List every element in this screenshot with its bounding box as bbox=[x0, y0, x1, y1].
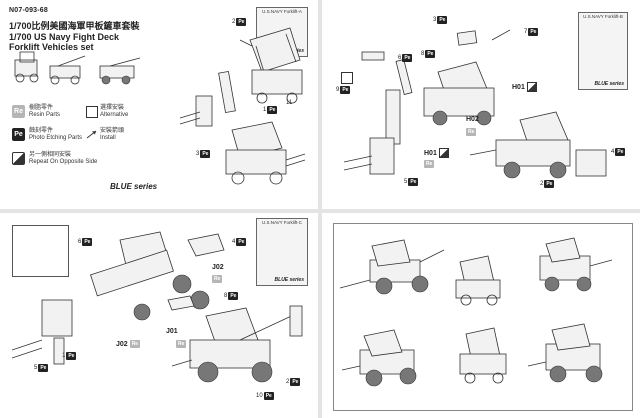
completed-forklift-a-1 bbox=[455, 255, 501, 306]
install-arrow-icon bbox=[86, 130, 97, 139]
fret-b-brand: BLUE series bbox=[594, 81, 624, 87]
forklift-c-assembled bbox=[171, 305, 303, 383]
resin-j02-upper: J02 bbox=[212, 264, 224, 271]
horizontal-divider bbox=[0, 209, 640, 213]
title-chinese: 1/700比例美國海軍甲板鏟車套裝 bbox=[9, 21, 140, 31]
part-label-11: 11 bbox=[286, 100, 293, 106]
title-english-line-2: Forklift Vehicles set bbox=[9, 42, 94, 52]
completed-forklift-c-2 bbox=[527, 323, 603, 383]
resin-h02-badge: Re bbox=[466, 128, 477, 136]
resin-h02: H02 bbox=[466, 116, 479, 123]
fret-b-title: U.S.NAVY Forklift-B bbox=[583, 14, 623, 19]
sheet-header: N07-093-68 1/700比例美國海軍甲板鏟車套裝 1/700 US Na… bbox=[9, 7, 140, 52]
alternative-icon bbox=[86, 106, 98, 118]
completed-forklift-c-1 bbox=[339, 239, 445, 295]
resin-h01-lower: H01 bbox=[424, 148, 449, 158]
etch-fret-b: U.S.NAVY Forklift-B BLUE series bbox=[578, 12, 628, 90]
etch-fret-c: U.S.NAVY Forklift-C BLUE series bbox=[256, 218, 308, 286]
alternative-icon-b bbox=[341, 72, 353, 84]
resin-h01-badge: Re bbox=[424, 160, 435, 168]
completed-forklift-b-1 bbox=[539, 237, 613, 292]
photo-etching-icon: Pe bbox=[12, 128, 25, 141]
product-code: N07-093-68 bbox=[9, 7, 48, 14]
forklift-b-exploded bbox=[343, 29, 511, 175]
resin-h01-upper: H01 bbox=[512, 82, 537, 92]
resin-j01-badge: Re bbox=[176, 340, 187, 348]
completed-forklift-b-2 bbox=[341, 329, 417, 387]
resin-j02-upper-badge: Re bbox=[212, 275, 223, 283]
forklift-a-exploded bbox=[179, 27, 303, 127]
completed-forklift-a-2 bbox=[459, 327, 507, 384]
forklift-c-exploded bbox=[11, 231, 225, 365]
title-english-line-1: 1/700 US Navy Fight Deck bbox=[9, 32, 120, 42]
fret-c-title: U.S.NAVY Forklift-C bbox=[261, 220, 303, 225]
fret-c-brand: BLUE series bbox=[274, 277, 304, 283]
opposite-side-icon bbox=[12, 152, 25, 165]
fret-a-title: U.S.NAVY Forklift-A bbox=[262, 9, 302, 14]
detail-inset bbox=[12, 225, 69, 277]
resin-j01: J01 bbox=[166, 328, 178, 335]
forklift-a-assembled bbox=[225, 121, 306, 185]
header-forklift-thumbnails bbox=[14, 51, 141, 85]
forklift-b-assembled bbox=[469, 111, 607, 179]
brand-logo: BLUE series bbox=[110, 182, 158, 191]
resin-parts-icon: Re bbox=[12, 105, 25, 118]
